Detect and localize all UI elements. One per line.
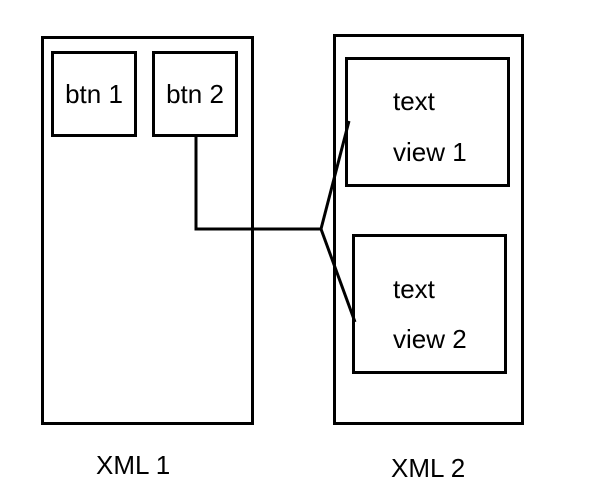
btn-2-label: btn 2 [166, 78, 224, 109]
text-view-2-line1: text [393, 274, 435, 304]
btn-1-button[interactable]: btn 1 [51, 51, 137, 137]
text-view-1 [345, 57, 510, 187]
btn-1-label: btn 1 [65, 78, 123, 109]
text-view-1-line2: view 1 [393, 137, 467, 167]
connector-main-line [194, 137, 321, 231]
text-view-2 [352, 234, 507, 374]
text-view-1-line1: text [393, 86, 435, 116]
connector-branch-lower [319, 228, 357, 323]
xml2-caption: XML 2 [391, 453, 466, 483]
btn-2-button[interactable]: btn 2 [152, 51, 238, 137]
xml2-panel [333, 34, 524, 425]
xml1-caption: XML 1 [96, 450, 171, 480]
text-view-2-line2: view 2 [393, 324, 467, 354]
connector-branch-upper [319, 120, 351, 230]
